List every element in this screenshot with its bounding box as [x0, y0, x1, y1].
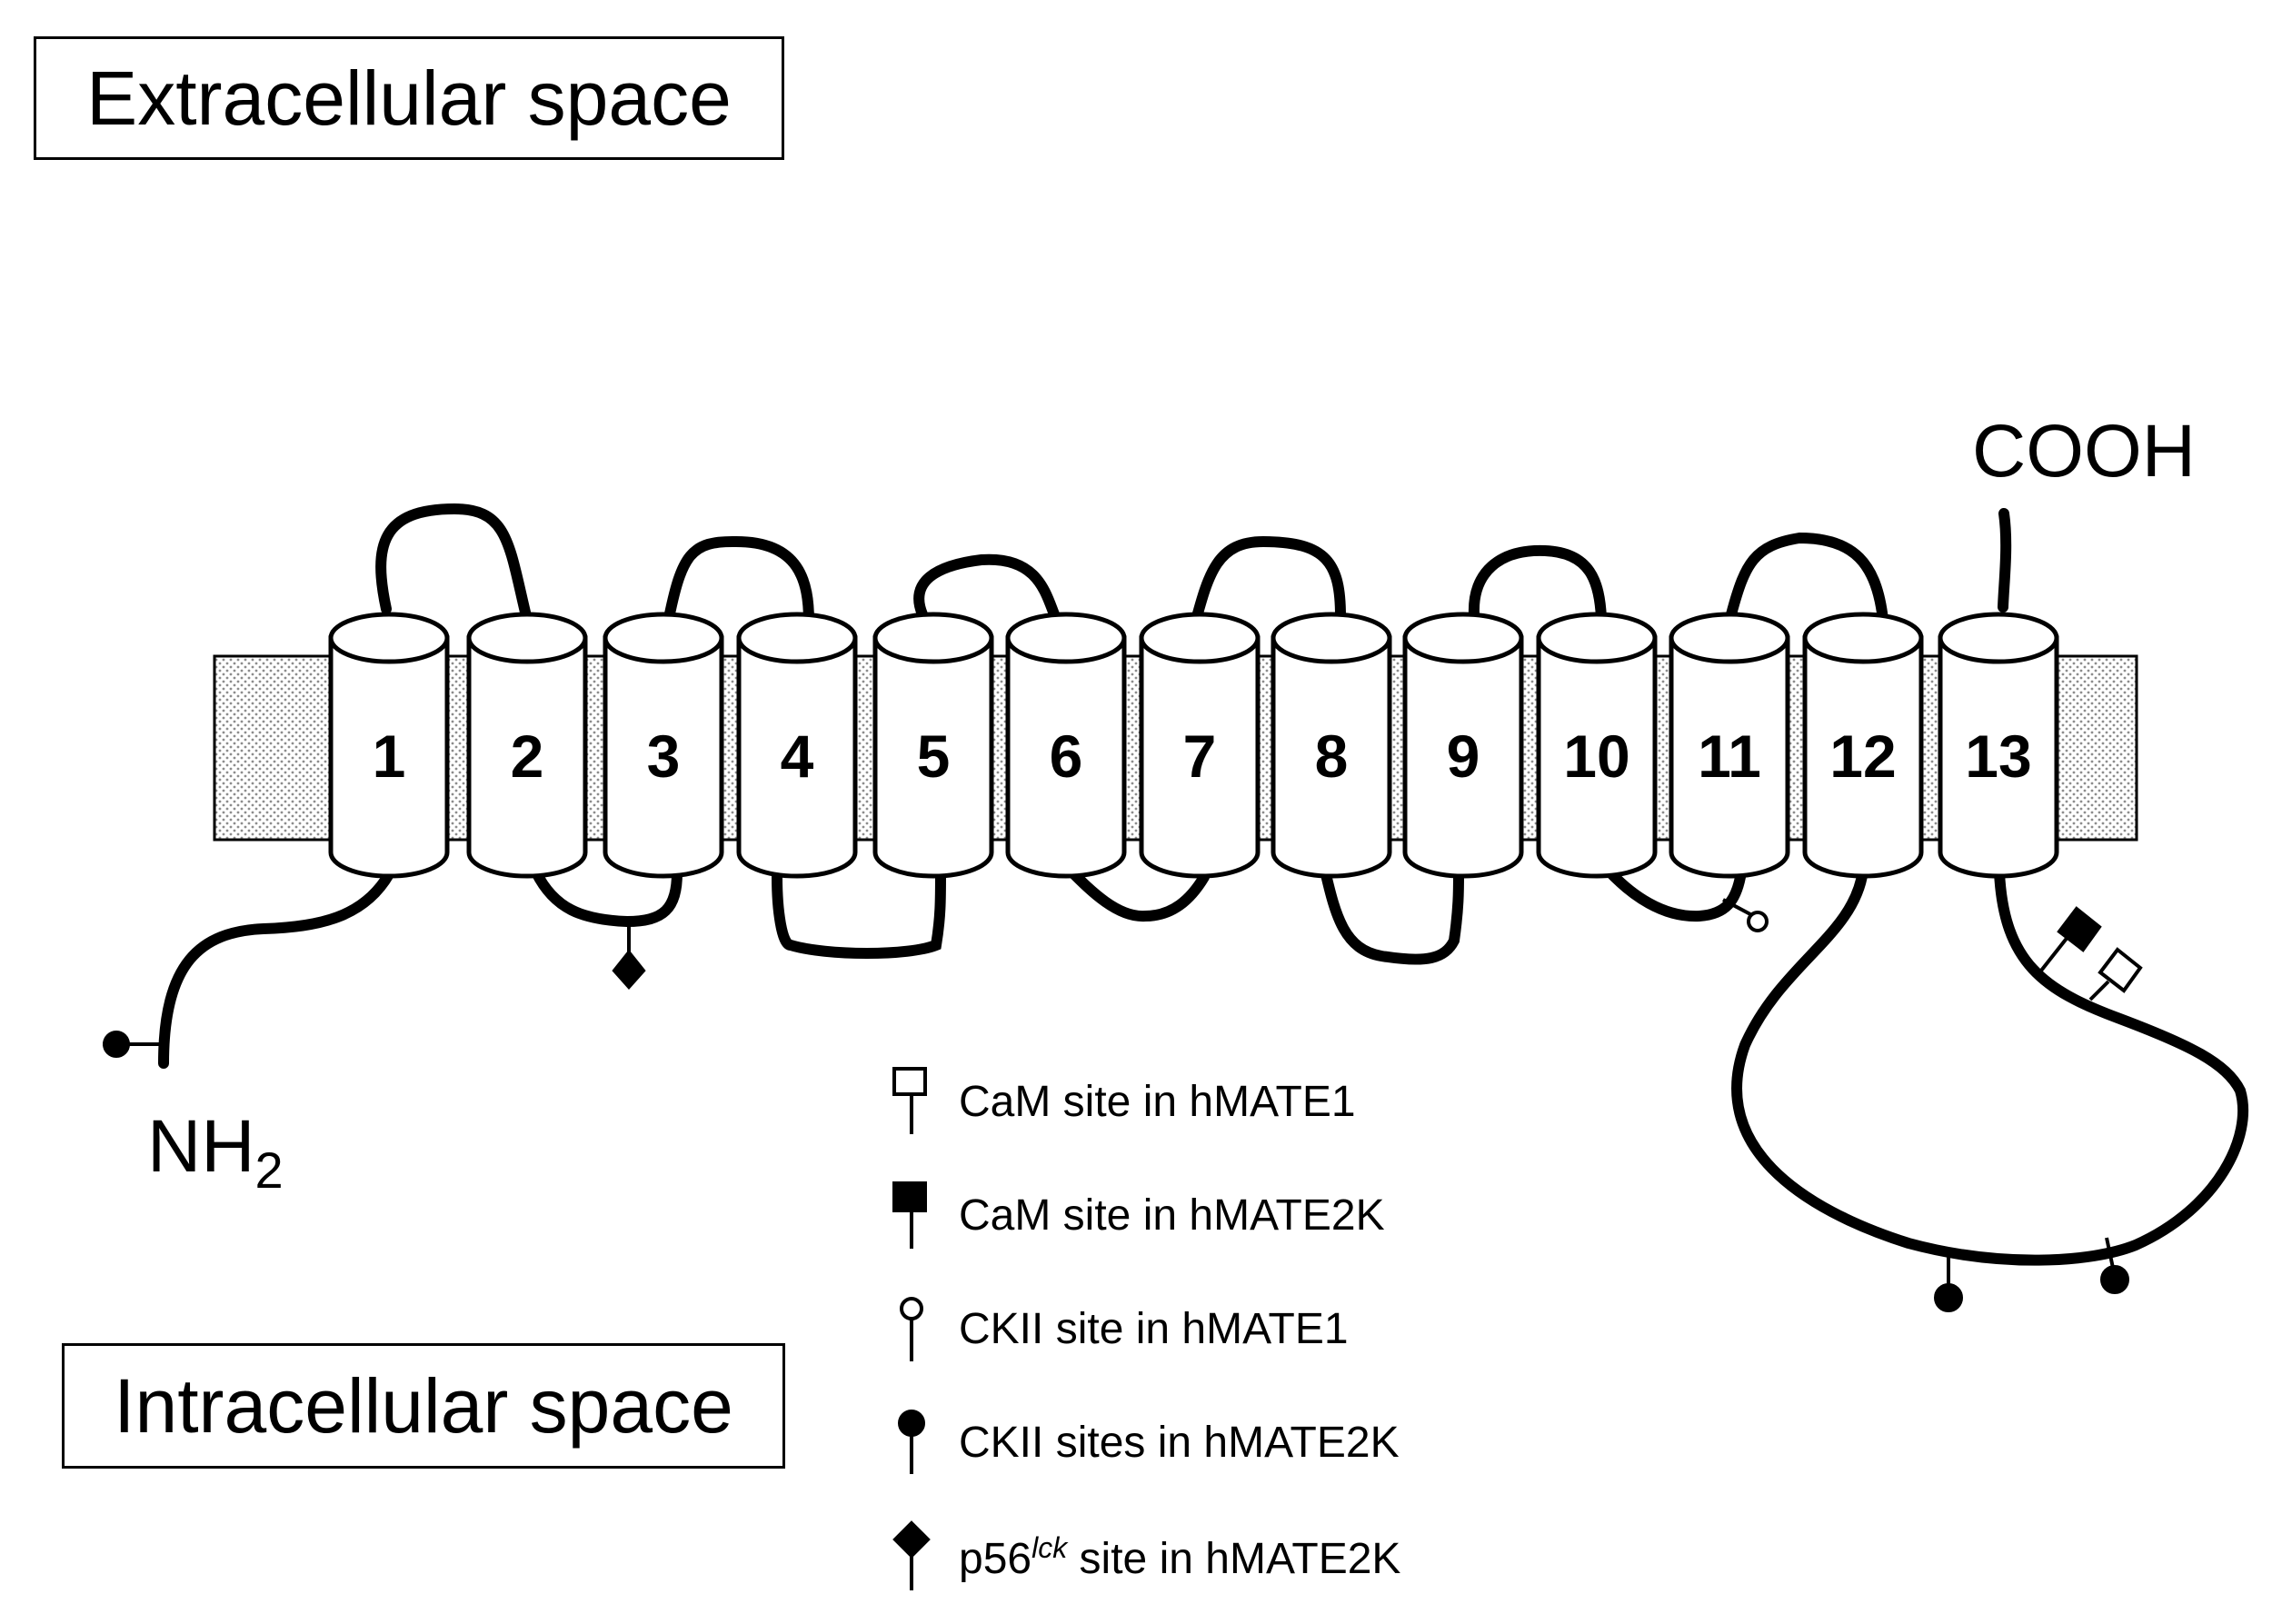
ckii-site-hmate2k-n-terminus	[103, 1031, 130, 1058]
helix-2: 2	[466, 612, 588, 879]
cam-site-hmate2k-marker	[2057, 906, 2102, 952]
helix-number: 5	[917, 722, 951, 790]
helix-number: 1	[373, 722, 406, 790]
legend-filled-circle-icon	[898, 1410, 925, 1437]
intracellular-space-text: Intracellular space	[114, 1362, 733, 1449]
helix-9: 9	[1402, 612, 1524, 879]
legend-item-p56lck-hmate2k: p56lck site in hMATE2K	[959, 1531, 1400, 1584]
cam-site-hmate1-marker	[2098, 947, 2143, 993]
c-terminus-label: COOH	[1972, 410, 2196, 493]
helix-number: 12	[1829, 722, 1896, 790]
legend-filled-square-icon	[892, 1181, 927, 1212]
helix-6: 6	[1005, 612, 1127, 879]
helix-3: 3	[603, 612, 724, 879]
legend-open-square-icon	[892, 1067, 927, 1096]
legend-label: CKII site in hMATE1	[959, 1305, 1349, 1353]
helix-4: 4	[736, 612, 858, 879]
ckii-site-hmate1-marker	[1747, 911, 1769, 932]
legend-item-cam-hmate1: CaM site in hMATE1	[959, 1077, 1356, 1127]
helix-1: 1	[328, 612, 450, 879]
n-terminus-subscript: 2	[254, 1141, 284, 1199]
extracellular-space-label: Extracellular space	[34, 36, 784, 160]
helix-number: 4	[781, 722, 814, 790]
n-terminus-label: NH2	[147, 1104, 284, 1200]
helix-7: 7	[1139, 612, 1261, 879]
legend-item-ckii-hmate1: CKII site in hMATE1	[959, 1304, 1349, 1354]
helix-12: 12	[1802, 612, 1924, 879]
legend-label: CKII sites in hMATE2K	[959, 1419, 1400, 1467]
legend-filled-diamond-icon	[892, 1520, 931, 1559]
legend-item-ckii-hmate2k: CKII sites in hMATE2K	[959, 1418, 1400, 1468]
p56lck-site-marker	[612, 949, 646, 991]
legend-suffix: site in hMATE2K	[1067, 1535, 1401, 1583]
helix-number: 11	[1698, 722, 1761, 790]
helix-number: 2	[511, 722, 544, 790]
ckii-site-hmate2k-loop-b	[2100, 1265, 2129, 1294]
legend-open-circle-icon	[900, 1297, 923, 1320]
legend-superscript: lck	[1031, 1531, 1068, 1564]
helix-5: 5	[872, 612, 994, 879]
legend-label: CaM site in hMATE2K	[959, 1191, 1385, 1240]
legend-symbols	[892, 1067, 931, 1590]
helix-10: 10	[1536, 612, 1658, 879]
helix-number: 7	[1183, 722, 1217, 790]
helix-number: 6	[1050, 722, 1083, 790]
helix-number: 13	[1965, 722, 2031, 790]
ckii-site-hmate2k-loop-a	[1934, 1283, 1963, 1312]
extracellular-loops	[375, 503, 2012, 629]
extracellular-space-text: Extracellular space	[86, 55, 732, 141]
helix-8: 8	[1271, 612, 1392, 879]
site-markers	[103, 898, 2143, 1312]
intracellular-loops	[158, 865, 2249, 1266]
helix-11: 11	[1669, 612, 1790, 879]
legend-item-cam-hmate2k: CaM site in hMATE2K	[959, 1191, 1385, 1240]
helix-number: 9	[1447, 722, 1480, 790]
legend-prefix: p56	[959, 1535, 1032, 1583]
helix-number: 3	[647, 722, 681, 790]
helix-13: 13	[1938, 612, 2059, 879]
legend-label: CaM site in hMATE1	[959, 1078, 1356, 1126]
helix-number: 10	[1563, 722, 1629, 790]
n-terminus-base: NH	[147, 1105, 255, 1188]
helix-number: 8	[1315, 722, 1349, 790]
intracellular-space-label: Intracellular space	[62, 1343, 785, 1469]
